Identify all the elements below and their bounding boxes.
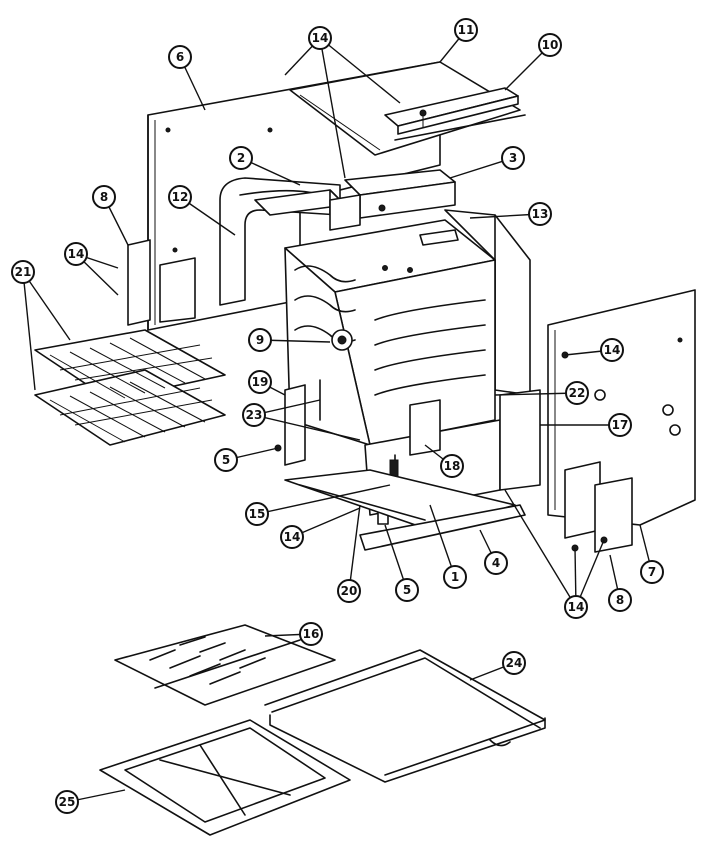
callout-label: 8: [100, 190, 108, 204]
callout-8-upper: 8: [92, 185, 116, 209]
callout-21: 21: [11, 260, 35, 284]
callout-label: 10: [542, 38, 559, 52]
part-oven-racks: [34, 329, 226, 446]
part-light-socket: [331, 329, 353, 351]
callout-label: 15: [249, 507, 266, 521]
callout-9: 9: [248, 328, 272, 352]
callout-label: 4: [492, 556, 500, 570]
callout-24: 24: [502, 651, 526, 675]
callout-12: 12: [168, 185, 192, 209]
callout-20: 20: [337, 579, 361, 603]
callout-10: 10: [538, 33, 562, 57]
callout-label: 14: [68, 247, 85, 261]
callout-22: 22: [565, 381, 589, 405]
callout-label: 17: [612, 418, 629, 432]
callout-label: 14: [568, 600, 585, 614]
callout-label: 20: [341, 584, 358, 598]
part-broiler-pan-insert: [114, 624, 336, 706]
callout-15: 15: [245, 502, 269, 526]
callout-14-center: 14: [280, 525, 304, 549]
callout-13: 13: [528, 202, 552, 226]
callout-label: 9: [256, 333, 264, 347]
callout-4: 4: [484, 551, 508, 575]
callout-label: 8: [616, 593, 624, 607]
callout-label: 16: [303, 627, 320, 641]
part-oven-cavity: [284, 219, 496, 446]
callout-16: 16: [299, 622, 323, 646]
callout-label: 3: [509, 151, 517, 165]
part-broiler-drawer-frame: [264, 649, 546, 783]
callout-label: 21: [15, 265, 32, 279]
part-upper-bracket: [127, 239, 196, 326]
callout-5-bottom: 5: [395, 578, 419, 602]
callout-7: 7: [640, 560, 664, 584]
callout-label: 7: [648, 565, 656, 579]
callout-1: 1: [443, 565, 467, 589]
callout-label: 23: [246, 408, 263, 422]
callout-19: 19: [248, 370, 272, 394]
callout-label: 5: [222, 453, 230, 467]
callout-label: 14: [284, 530, 301, 544]
callout-label: 1: [451, 570, 459, 584]
callout-label: 24: [506, 656, 523, 670]
callout-14-left: 14: [64, 242, 88, 266]
callout-label: 6: [176, 50, 184, 64]
callout-8-lower: 8: [608, 588, 632, 612]
callout-label: 19: [252, 375, 269, 389]
callout-14-right: 14: [600, 338, 624, 362]
part-burner-box: [254, 169, 456, 231]
callout-label: 11: [458, 23, 475, 37]
callout-5-left: 5: [214, 448, 238, 472]
callout-2: 2: [229, 146, 253, 170]
callout-label: 2: [237, 151, 245, 165]
callout-11: 11: [454, 18, 478, 42]
part-lower-bracket: [564, 461, 633, 553]
callout-14-bottom-right: 14: [564, 595, 588, 619]
callout-6: 6: [168, 45, 192, 69]
part-broiler-pan: [99, 719, 351, 836]
callout-17: 17: [608, 413, 632, 437]
part-vent-trim: [384, 87, 526, 141]
callout-3: 3: [501, 146, 525, 170]
callout-label: 18: [444, 459, 461, 473]
callout-label: 13: [532, 207, 549, 221]
callout-label: 5: [403, 583, 411, 597]
callout-label: 22: [569, 386, 586, 400]
part-bottom-panel: [284, 469, 526, 551]
callout-label: 25: [59, 795, 76, 809]
callout-label: 12: [172, 190, 189, 204]
callout-label: 14: [312, 31, 329, 45]
callout-14-top: 14: [308, 26, 332, 50]
callout-23: 23: [242, 403, 266, 427]
part-top-panel: [289, 61, 521, 156]
callout-18: 18: [440, 454, 464, 478]
callout-label: 14: [604, 343, 621, 357]
callout-25: 25: [55, 790, 79, 814]
